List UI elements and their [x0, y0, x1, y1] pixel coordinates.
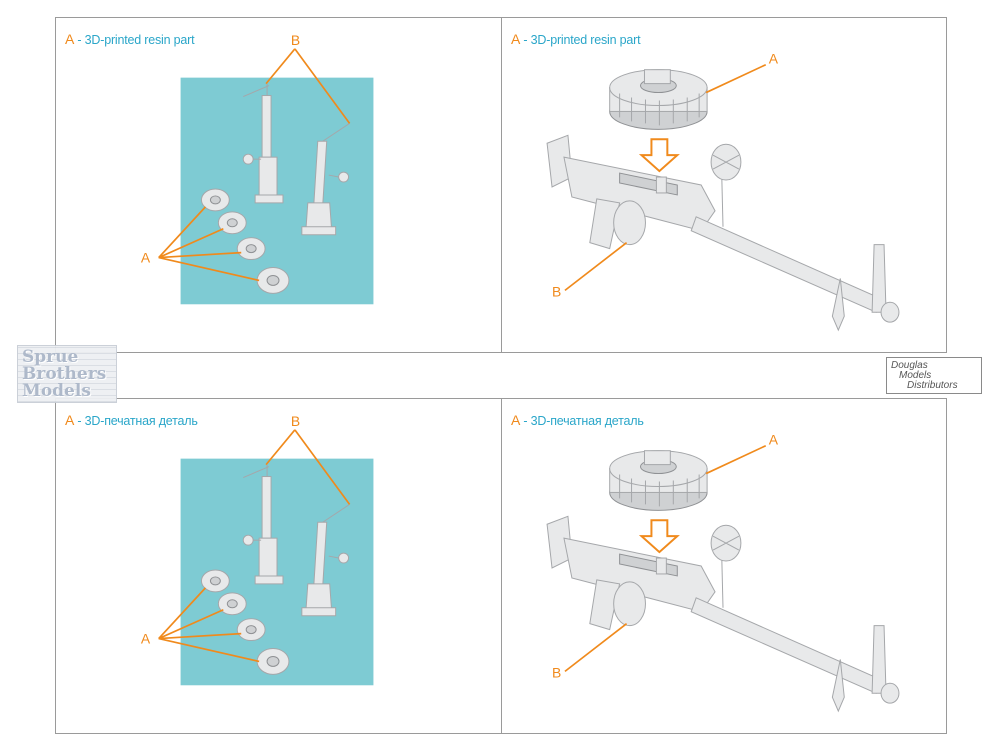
panel-assembly-ru: A - 3D-печатная деталь	[501, 398, 947, 734]
gun-receiver	[563, 156, 716, 232]
panel-caption: A - 3D-печатная деталь	[511, 412, 644, 428]
panel-caption: A - 3D-printed resin part	[65, 31, 195, 47]
callout-label-a: A	[141, 631, 151, 647]
logo-line-2: Models	[899, 370, 932, 381]
gun-receiver	[563, 537, 716, 613]
parts-layout-illustration: B A	[141, 32, 374, 305]
gun-pistol-grip	[589, 198, 621, 250]
drum-magazines	[200, 569, 290, 675]
callout-leader-b	[564, 622, 628, 673]
logo-line-1: Douglas	[891, 360, 928, 371]
gun-trigger-guard	[613, 581, 646, 627]
drum-magazine	[609, 450, 708, 511]
machine-gun	[546, 515, 900, 713]
caption-key: A	[511, 31, 521, 47]
caption-text: - 3D-печатная деталь	[74, 414, 198, 428]
assembly-illustration: A B	[546, 432, 900, 713]
panel-assembly-en: A - 3D-printed resin part	[501, 17, 947, 353]
gun-muzzle-post	[871, 625, 887, 694]
caption-key: A	[511, 412, 521, 428]
callout-label-b: B	[291, 32, 300, 48]
gun-mount-strut-1	[242, 464, 284, 585]
gun-trigger-guard	[613, 200, 646, 246]
panel-caption: A - 3D-печатная деталь	[65, 412, 198, 428]
callout-leaders	[158, 48, 351, 282]
gun-bipod	[831, 659, 845, 713]
callout-label-b: B	[552, 283, 561, 299]
gun-mount-strut-2	[301, 122, 350, 236]
logo-line-3: Models	[22, 381, 91, 401]
drum-magazine	[609, 69, 708, 130]
gun-mount-strut-2	[301, 503, 350, 617]
caption-key: A	[65, 31, 75, 47]
insertion-arrow-icon	[638, 138, 680, 173]
gun-pistol-grip	[589, 579, 621, 631]
machine-gun	[546, 134, 900, 332]
logo-line-1: Sprue	[22, 347, 79, 367]
insertion-arrow-icon	[638, 519, 680, 554]
gun-barrel	[690, 597, 881, 694]
logo-line-2: Brothers	[22, 364, 107, 384]
gun-mount-strut-1	[242, 83, 284, 204]
drum-magazines	[200, 188, 290, 294]
callout-label-a: A	[769, 51, 779, 67]
caption-key: A	[65, 412, 75, 428]
callout-label-b: B	[552, 664, 561, 680]
callout-leaders	[158, 429, 351, 663]
panel-parts-layout-ru: A - 3D-печатная деталь	[55, 398, 502, 734]
gun-muzzle-post	[871, 244, 887, 313]
callout-label-a: A	[769, 432, 779, 448]
gun-bipod	[831, 278, 845, 332]
caption-text: - 3D-печатная деталь	[520, 414, 644, 428]
parts-layout-illustration: B A	[141, 413, 374, 686]
panel-caption: A - 3D-printed resin part	[511, 31, 641, 47]
douglas-models-logo: Douglas Models Distributors	[886, 357, 982, 394]
callout-label-b: B	[291, 413, 300, 429]
assembly-illustration: A B	[546, 51, 900, 332]
caption-text: - 3D-printed resin part	[74, 33, 195, 47]
logo-line-3: Distributors	[907, 380, 958, 391]
callout-leader-b	[564, 241, 628, 292]
caption-text: - 3D-printed resin part	[520, 33, 641, 47]
callout-leader-a	[705, 444, 767, 475]
panel-parts-layout-en: A - 3D-printed resin part	[55, 17, 502, 353]
sprue-brothers-logo: Sprue Brothers Models	[17, 345, 117, 403]
callout-leader-a	[705, 63, 767, 94]
callout-label-a: A	[141, 250, 151, 266]
gun-barrel	[690, 216, 881, 313]
